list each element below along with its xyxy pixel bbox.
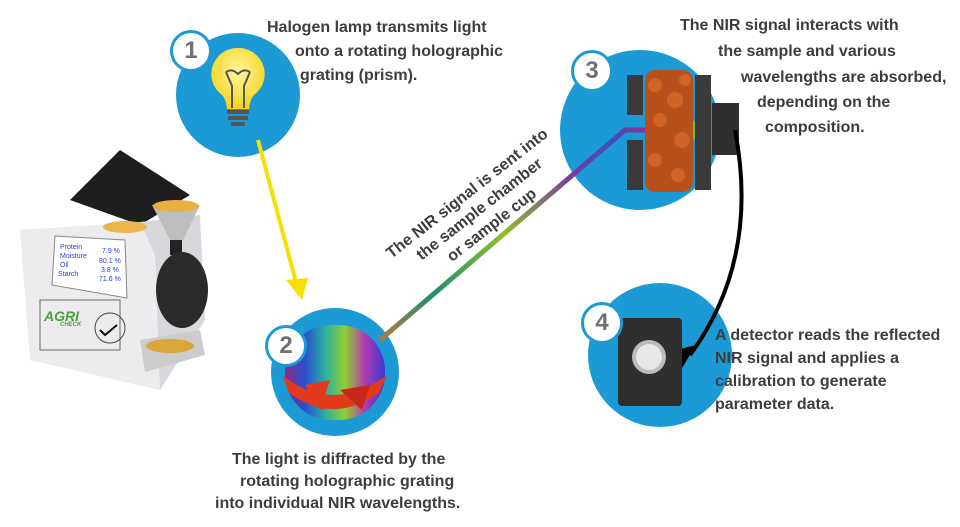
step3-line2: the sample and various — [718, 43, 896, 60]
step4-badge: 4 — [581, 302, 623, 344]
step2-badge: 2 — [265, 325, 307, 367]
screen-row-moisture-value: 80.1 % — [99, 258, 121, 265]
step2-line1: The light is diffracted by the — [232, 451, 446, 468]
light-beam — [256, 139, 298, 283]
screen-row-oil-value: 3.8 % — [101, 267, 119, 274]
step2-line3: into individual NIR wavelengths. — [215, 495, 461, 512]
signal-arrow — [688, 129, 744, 357]
detector-icon — [618, 318, 682, 406]
step1-line3: grating (prism). — [300, 67, 418, 84]
screen-row-protein-label: Protein — [60, 244, 83, 251]
step1-line1: Halogen lamp transmits light — [267, 19, 487, 36]
screen-row-oil-label: Oil — [60, 262, 69, 269]
step4-line1: A detector reads the reflected — [715, 327, 941, 344]
step2-line2: rotating holographic grating — [240, 473, 455, 490]
step3-line1: The NIR signal interacts with — [680, 17, 899, 34]
step3-line5: composition. — [765, 119, 865, 136]
step3-badge: 3 — [571, 50, 613, 92]
step1-badge: 1 — [170, 30, 212, 72]
screen-row-protein-value: 7.9 % — [102, 248, 120, 255]
step4-line3: calibration to generate — [715, 373, 887, 390]
device-logo: AGRI — [44, 308, 79, 324]
agricheck-analyzer — [20, 150, 208, 390]
step1-line2: onto a rotating holographic — [295, 43, 503, 60]
device-logo-sub: CHECK — [60, 322, 82, 328]
step4-line4: parameter data. — [715, 396, 835, 413]
screen-row-moisture-label: Moisture — [60, 253, 87, 260]
lightbulb-icon — [211, 47, 265, 126]
light-beam-arrowhead — [286, 278, 308, 300]
screen-row-starch-value: 71.6 % — [99, 276, 121, 283]
screen-row-starch-label: Starch — [58, 271, 79, 278]
step3-line3: wavelengths are absorbed, — [741, 69, 947, 86]
step4-line2: NIR signal and applies a — [715, 350, 900, 367]
step3-line4: depending on the — [757, 94, 891, 111]
sample-cup — [627, 70, 739, 192]
holographic-grating — [282, 325, 387, 420]
